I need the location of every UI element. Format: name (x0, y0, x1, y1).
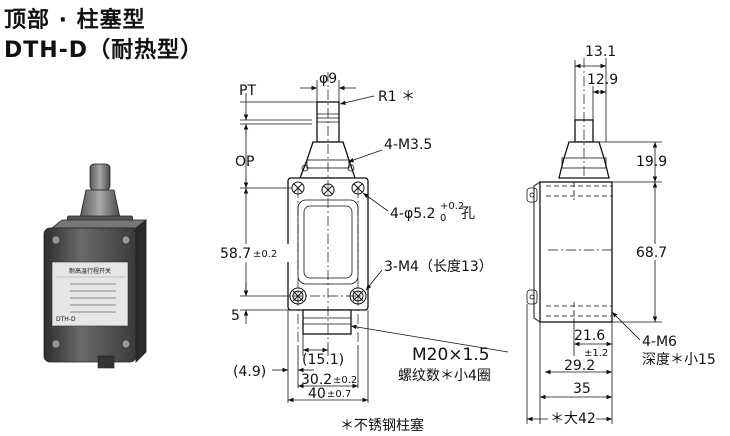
front-view: φ9 R1 ＊ PT OP 58.7 ±0.2 5 4-M3.5 4-φ5.2 … (218, 71, 509, 403)
dim-19-9: 19.9 (636, 154, 667, 170)
dim-58-7: 58.7 (220, 246, 251, 262)
dim-pt: PT (239, 83, 256, 99)
dim-21-6-tol: ±1.2 (584, 348, 608, 359)
label-header: 耐高温行程开关 (69, 267, 111, 275)
dim-21-6: 21.6 (574, 328, 605, 344)
dim-30-2: 30.2 (301, 372, 332, 388)
dim-5: 5 (231, 308, 240, 324)
dim-42: ＊大42 (550, 411, 596, 427)
dim-hole-kong: 孔 (461, 206, 475, 222)
dim-40-tol: ±0.7 (327, 389, 351, 400)
side-view: 13.1 12.9 19.9 68.7 4-M6 深度＊小15 21.6 ±1.… (526, 44, 716, 427)
product-photo: 耐高温行程开关 DTH-D (43, 163, 148, 369)
dim-15-1: (15.1) (302, 352, 344, 368)
dim-m20-note: 螺纹数＊小4圈 (398, 368, 491, 384)
dim-phi9: φ9 (319, 71, 337, 87)
title-line-1: 顶部 · 柱塞型 (4, 8, 146, 33)
dim-13-1: 13.1 (585, 44, 616, 60)
dim-29-2: 29.2 (564, 358, 595, 374)
footnote: ＊不锈钢柱塞 (340, 417, 424, 434)
dim-12-9: 12.9 (587, 72, 618, 88)
conduit-boss (302, 309, 352, 335)
dim-hole-sup: +0.2 (440, 201, 464, 212)
dim-r1: R1 ＊ (378, 89, 415, 105)
dim-m20: M20×1.5 (412, 345, 490, 365)
dim-68-7: 68.7 (636, 245, 667, 261)
side-switch-body (539, 181, 613, 323)
dim-4-9: (4.9) (233, 364, 266, 380)
dim-hole-sub: 0 (440, 213, 446, 224)
dim-m6-note: 深度＊小15 (642, 352, 716, 368)
label-model: DTH-D (56, 316, 76, 323)
title-line-2: DTH-D（耐热型） (4, 38, 204, 63)
dim-m3-5: 4-M3.5 (384, 137, 432, 153)
dim-40: 40 (308, 386, 326, 402)
dim-m6: 4-M6 (642, 334, 677, 350)
dim-35: 35 (573, 381, 591, 397)
dim-m4: 3-M4（长度13） (384, 259, 493, 275)
dim-op: OP (235, 154, 254, 170)
dim-30-2-tol: ±0.2 (333, 375, 357, 386)
dim-hole: 4-φ5.2 (390, 206, 435, 222)
dim-58-7-tol: ±0.2 (253, 249, 277, 260)
